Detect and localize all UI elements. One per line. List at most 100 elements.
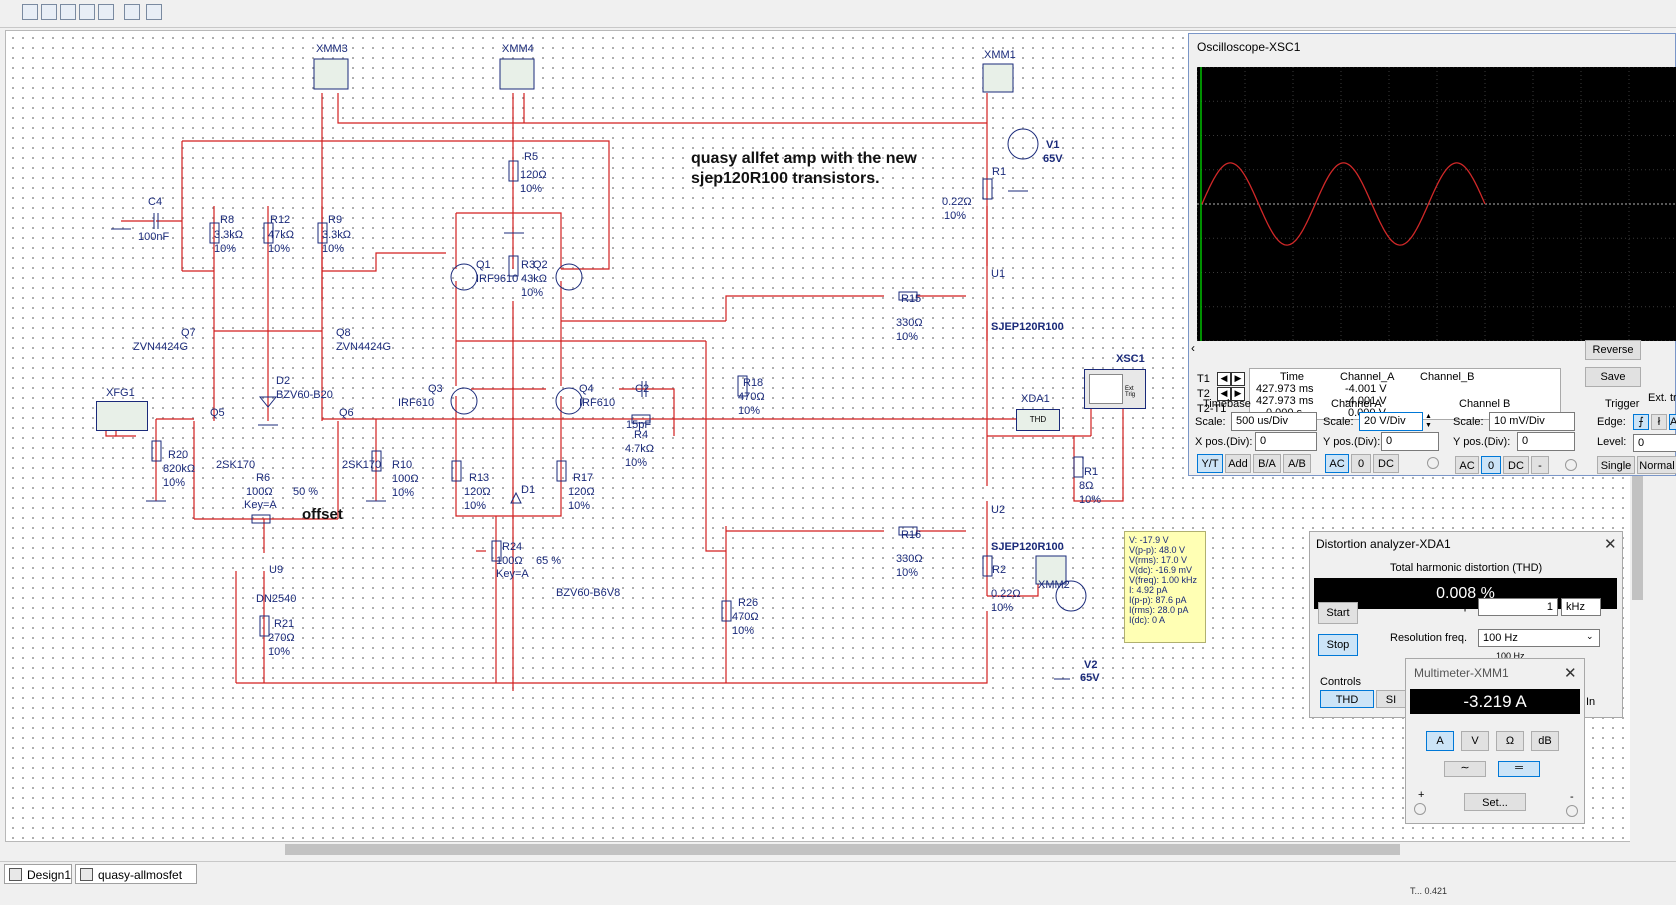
- col-time: Time: [1280, 371, 1305, 383]
- level-field[interactable]: 0: [1633, 434, 1676, 452]
- falling-edge-icon[interactable]: ł: [1651, 414, 1667, 430]
- channel-b-invert-button[interactable]: -: [1531, 456, 1549, 474]
- window-title: Oscilloscope-XSC1: [1197, 40, 1301, 54]
- decibel-button[interactable]: dB: [1531, 731, 1559, 751]
- component-label-d2: D2: [276, 375, 291, 387]
- chart-icon[interactable]: [79, 4, 95, 20]
- tab-quasy-allmosfet[interactable]: quasy-allmosfet *: [75, 864, 197, 902]
- channel-a-scale-field[interactable]: 20 V/Div: [1359, 412, 1423, 431]
- t1-left-arrow-icon[interactable]: ◀: [1217, 372, 1231, 386]
- reverse-button[interactable]: Reverse: [1585, 340, 1641, 360]
- channel-b-scale-label: Scale:: [1453, 416, 1484, 428]
- ab-button[interactable]: A/B: [1283, 454, 1311, 473]
- component-label-r18: R18: [743, 377, 764, 389]
- ohmmeter-button[interactable]: Ω: [1496, 731, 1524, 751]
- timebase-scale-field[interactable]: 500 us/Div: [1231, 412, 1317, 431]
- single-button[interactable]: Single: [1597, 456, 1635, 474]
- component-label-q8: Q8: [336, 327, 351, 339]
- tab-design1[interactable]: Design1: [4, 864, 72, 884]
- start-button[interactable]: Start: [1318, 602, 1358, 624]
- distortion-analyzer-xda1[interactable]: THD: [1016, 409, 1060, 431]
- ammeter-button[interactable]: A: [1426, 731, 1454, 751]
- component-label-v1v: 65V: [1043, 153, 1063, 165]
- component-label-r6: R6: [256, 472, 271, 484]
- sinad-button[interactable]: SI: [1376, 690, 1406, 708]
- t1-channel-a: -4.001 V: [1345, 383, 1387, 395]
- stop-button[interactable]: Stop: [1318, 634, 1358, 656]
- component-label-u2m: SJEP120R100: [991, 541, 1064, 553]
- design-icon: [80, 868, 93, 881]
- horizontal-scroll-thumb[interactable]: [285, 844, 1400, 855]
- chevron-down-icon[interactable]: ⌄: [1586, 631, 1594, 641]
- fundamental-unit-field[interactable]: kHz: [1561, 598, 1601, 616]
- graph-icon[interactable]: [22, 4, 38, 20]
- thd-button[interactable]: THD: [1320, 690, 1374, 708]
- ba-button[interactable]: B/A: [1253, 454, 1281, 473]
- t1-right-arrow-icon[interactable]: ▶: [1231, 372, 1245, 386]
- waveform-icon[interactable]: [124, 4, 140, 20]
- channel-a-radio[interactable]: [1427, 457, 1439, 469]
- set-button[interactable]: Set...: [1464, 793, 1526, 811]
- add-button[interactable]: Add: [1225, 454, 1251, 473]
- close-icon[interactable]: ✕: [1604, 536, 1617, 553]
- minus-terminal[interactable]: [1566, 805, 1578, 817]
- screen-scrollbar[interactable]: ‹: [1189, 341, 1676, 355]
- dc-mode-icon[interactable]: ═: [1498, 761, 1540, 777]
- channel-a-spinner-icon[interactable]: ▲▼: [1425, 413, 1432, 429]
- component-label-r2: R2: [992, 564, 1007, 576]
- resolution-freq-select[interactable]: 100 Hz: [1478, 629, 1600, 647]
- scroll-left-icon[interactable]: ‹: [1191, 341, 1195, 355]
- save-button[interactable]: Save: [1585, 367, 1641, 387]
- x-pos-label: X pos.(Div):: [1195, 436, 1253, 448]
- function-generator-xfg1[interactable]: [96, 401, 148, 431]
- channel-b-dc-button[interactable]: DC: [1503, 456, 1529, 474]
- cycle-icon[interactable]: [41, 4, 57, 20]
- ac-mode-icon[interactable]: ∼: [1444, 761, 1486, 777]
- component-label-offset: offset: [302, 506, 343, 523]
- yt-button[interactable]: Y/T: [1197, 454, 1223, 473]
- probe-icon[interactable]: [60, 4, 76, 20]
- component-label-q5m: 2SK170: [216, 459, 256, 471]
- oscilloscope-screen: [1196, 66, 1676, 342]
- channel-a-ac-button[interactable]: AC: [1325, 454, 1349, 473]
- t2-left-arrow-icon[interactable]: ◀: [1217, 387, 1231, 401]
- close-icon[interactable]: ✕: [1564, 665, 1577, 682]
- component-label-r13v: 120Ω: [464, 486, 491, 498]
- component-label-r26t: 10%: [732, 625, 755, 637]
- channel-b-ac-button[interactable]: AC: [1455, 456, 1479, 474]
- voltmeter-button[interactable]: V: [1461, 731, 1489, 751]
- component-label-r9: R9: [328, 214, 343, 226]
- channel-b-radio[interactable]: [1565, 459, 1577, 471]
- channel-b-ypos-field[interactable]: 0: [1517, 432, 1575, 451]
- component-label-xsc1: XSC1: [1116, 353, 1145, 365]
- oscilloscope-window[interactable]: Oscilloscope-XSC1 ‹ T1 T2 T2-T1 ◀ ▶ ◀ ▶ …: [1188, 33, 1676, 476]
- probe-line: I(rms): 28.0 pA: [1129, 605, 1189, 615]
- analysis-icon[interactable]: [146, 4, 162, 20]
- channel-b-scale-field[interactable]: 10 mV/Div: [1489, 412, 1575, 431]
- oscilloscope-xsc1[interactable]: Ext Trig: [1084, 369, 1146, 409]
- component-label-r18t: 10%: [738, 405, 761, 417]
- channel-a-dc-button[interactable]: DC: [1373, 454, 1399, 473]
- col-channel-b: Channel_B: [1420, 371, 1475, 383]
- component-label-r3t: 10%: [521, 287, 544, 299]
- status-text: T... 0.421: [1410, 886, 1448, 896]
- rising-edge-icon[interactable]: ⨍: [1633, 414, 1649, 430]
- t2-label: T2: [1197, 388, 1210, 400]
- t1-label: T1: [1197, 373, 1210, 385]
- multimeter-window[interactable]: Multimeter-XMM1 ✕ -3.219 A A V Ω dB ∼ ═ …: [1405, 658, 1585, 824]
- channel-a-ypos-field[interactable]: 0: [1381, 432, 1439, 451]
- plot-icon[interactable]: [98, 4, 114, 20]
- normal-button[interactable]: Normal: [1637, 456, 1676, 474]
- controls-label: Controls: [1320, 676, 1361, 688]
- component-label-xmm3: XMM3: [316, 43, 348, 55]
- component-label-r16: R16: [901, 529, 922, 541]
- fundamental-freq-field[interactable]: 1: [1478, 598, 1558, 616]
- auto-edge-button[interactable]: A: [1669, 414, 1676, 430]
- component-label-v2v: 65V: [1080, 672, 1100, 684]
- plus-terminal[interactable]: [1414, 803, 1426, 815]
- x-pos-field[interactable]: 0: [1255, 432, 1317, 451]
- component-label-r2v: 0.22Ω: [991, 588, 1021, 600]
- t2-right-arrow-icon[interactable]: ▶: [1231, 387, 1245, 401]
- channel-a-zero-button[interactable]: 0: [1351, 454, 1371, 473]
- channel-b-zero-button[interactable]: 0: [1481, 456, 1501, 474]
